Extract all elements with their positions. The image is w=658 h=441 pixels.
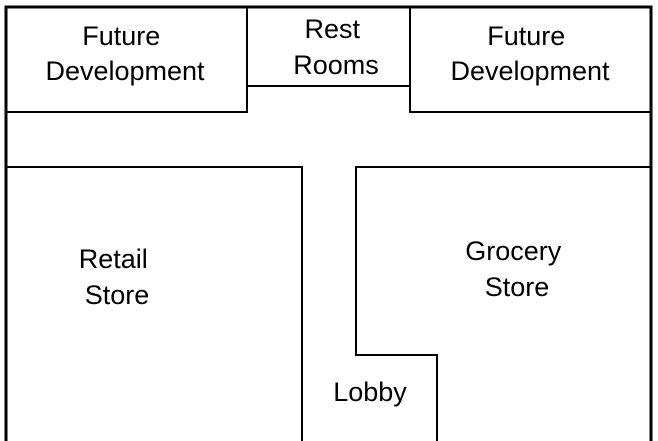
room-label-line: Retail [79,244,148,274]
room-label-line: Future [82,21,160,51]
room-label-line: Store [85,280,150,310]
room-label-grocery-store: Grocery Store [465,236,569,302]
room-label-line: Development [45,56,205,86]
room-label-line: Development [450,56,610,86]
room-label-rest-rooms: Rest Rooms [293,14,379,80]
future-development-right-wall [409,6,652,113]
room-label-line: Store [485,272,550,302]
room-label-future-development-left: Future Development [45,21,205,86]
room-label-lobby: Lobby [333,377,407,407]
room-label-future-development-right: Future Development [450,21,610,86]
retail-store-wall [5,166,303,441]
room-label-retail-store: Retail Store [79,244,156,310]
room-label-line: Future [487,21,565,51]
outer-wall [4,5,653,441]
room-label-line: Lobby [333,377,407,407]
future-development-left-wall [5,6,248,113]
room-label-line: Grocery [465,236,562,266]
room-label-line: Rooms [293,50,379,80]
grocery-store-wall [355,166,652,441]
room-label-line: Rest [304,14,360,44]
